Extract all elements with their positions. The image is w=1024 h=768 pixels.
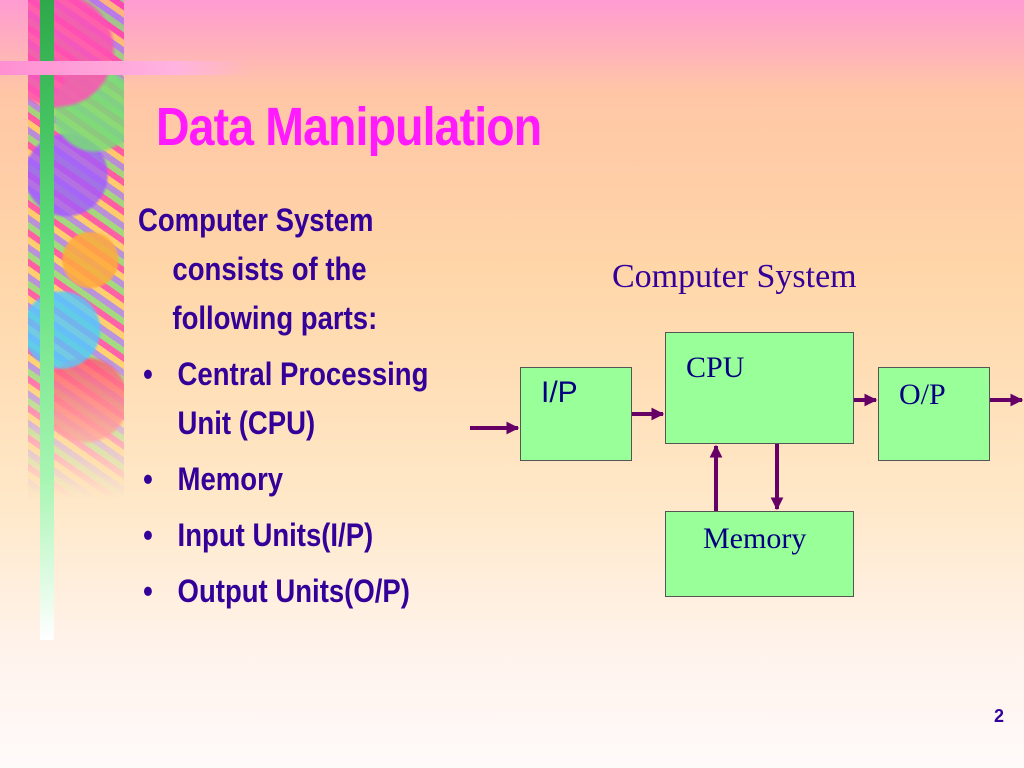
decorative-green-bar bbox=[40, 0, 54, 640]
bullet-item: • Input Units(I/P) bbox=[138, 511, 465, 560]
bullet-dot: • bbox=[143, 517, 153, 553]
bullet-text-input: Input Units(I/P) bbox=[177, 517, 374, 553]
decorative-pink-bar bbox=[0, 61, 250, 75]
bullet-list: • Central Processing Unit (CPU) • Memory •… bbox=[138, 350, 465, 616]
page-number: 2 bbox=[994, 706, 1005, 726]
input-box-label: I/P bbox=[541, 376, 578, 409]
output-box: O/P bbox=[878, 367, 990, 461]
bullet-dot: • bbox=[143, 461, 153, 497]
intro-text: Computer System consists of the followin… bbox=[138, 202, 378, 336]
input-box: I/P bbox=[520, 367, 632, 461]
bullet-dot: • bbox=[143, 573, 153, 609]
bullet-item: • Central Processing Unit (CPU) bbox=[138, 350, 465, 448]
output-box-label: O/P bbox=[899, 378, 946, 411]
bullet-dot: • bbox=[143, 356, 153, 392]
memory-box-label: Memory bbox=[703, 522, 807, 555]
diagram-title: Computer System bbox=[612, 258, 857, 295]
bullet-item: • Output Units(O/P) bbox=[138, 567, 465, 616]
cpu-box: CPU bbox=[665, 332, 854, 444]
bullet-content: Computer System consists of the followin… bbox=[138, 196, 465, 616]
bullet-item: • Memory bbox=[138, 455, 465, 504]
bullet-text-output: Output Units(O/P) bbox=[177, 573, 410, 609]
bullet-text-memory: Memory bbox=[177, 461, 284, 497]
bullet-text-cpu: Central Processing Unit (CPU) bbox=[177, 356, 429, 441]
slide-title: Data Manipulation bbox=[156, 97, 542, 157]
memory-box: Memory bbox=[665, 511, 854, 597]
cpu-box-label: CPU bbox=[686, 351, 745, 384]
